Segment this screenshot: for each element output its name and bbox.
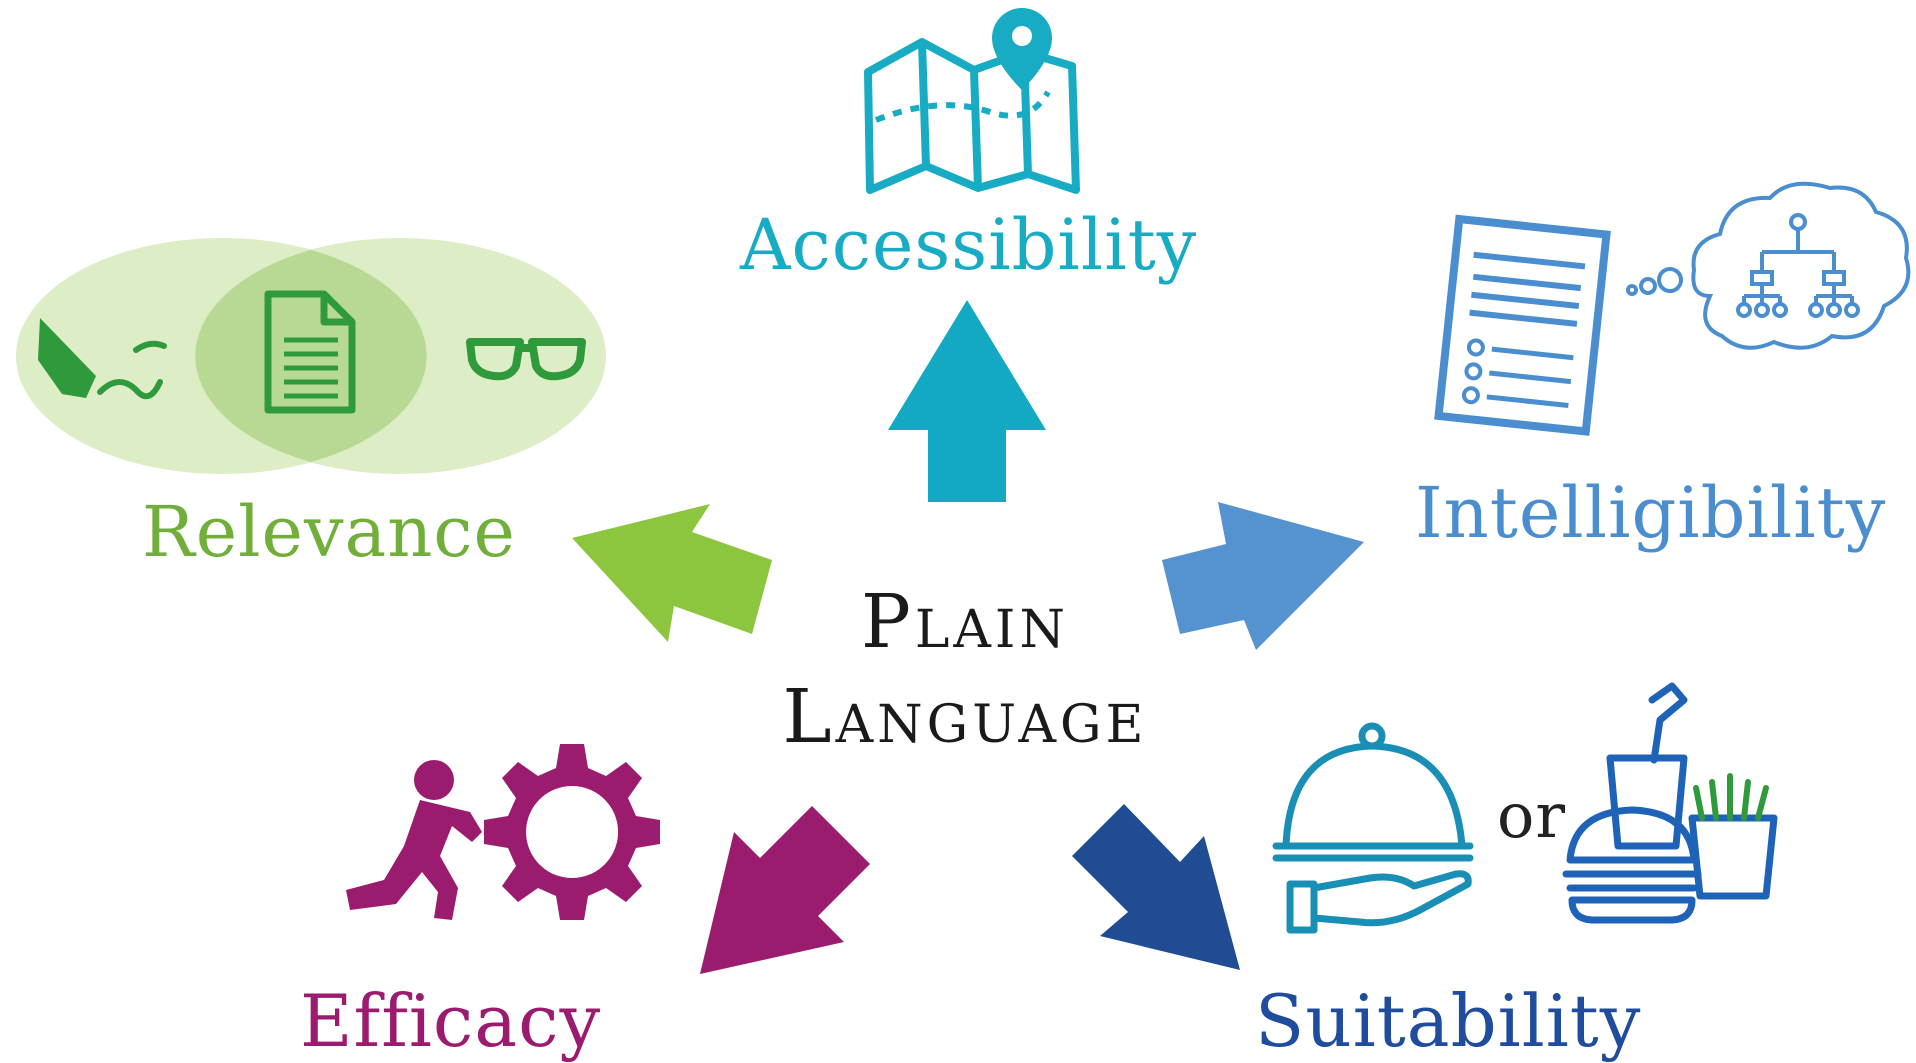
fries-box xyxy=(1688,814,1778,900)
drink-cup xyxy=(1606,754,1688,850)
suitability-label: Suitability xyxy=(1255,979,1642,1063)
intelligibility-label: Intelligibility xyxy=(1415,472,1887,554)
document-icon xyxy=(264,290,356,414)
pen-icon xyxy=(38,318,167,400)
relevance-label: Relevance xyxy=(142,491,516,573)
relevance-icons xyxy=(16,238,606,474)
map-icon xyxy=(864,38,1080,194)
arrow-up-left xyxy=(572,504,772,642)
accessibility-icons xyxy=(864,8,1080,194)
arrow-up xyxy=(888,300,1046,502)
arrow-down-left xyxy=(700,806,870,974)
or-label: or xyxy=(1497,779,1566,852)
arrow-down-right xyxy=(1072,804,1240,970)
efficacy-label: Efficacy xyxy=(300,979,602,1063)
accessibility-label: Accessibility xyxy=(740,204,1198,286)
center-title-line-1: Plain xyxy=(861,579,1069,665)
burger-patty xyxy=(1562,870,1702,892)
serving-cloche-icon xyxy=(1272,722,1474,934)
burger-bun-top xyxy=(1566,806,1698,864)
intelligibility-icons xyxy=(1434,181,1911,436)
document-icon xyxy=(1434,214,1611,436)
person-body xyxy=(346,800,482,920)
center-title-line-2: Language xyxy=(782,674,1148,760)
fries xyxy=(1693,773,1769,821)
burger-bun-bottom xyxy=(1568,896,1696,924)
person-head xyxy=(414,760,454,800)
fast-food-icon xyxy=(1562,682,1778,924)
gear-icon xyxy=(484,744,660,920)
location-pin-icon xyxy=(992,8,1052,90)
drink-straw xyxy=(1648,682,1688,764)
arrow-up-right xyxy=(1162,502,1364,650)
thought-cloud-icon xyxy=(1626,181,1911,350)
org-chart-icon xyxy=(1736,213,1860,318)
person-pushing-gear-icon xyxy=(346,744,660,920)
map-route-dotted xyxy=(874,90,1051,123)
glasses-icon xyxy=(466,338,586,381)
